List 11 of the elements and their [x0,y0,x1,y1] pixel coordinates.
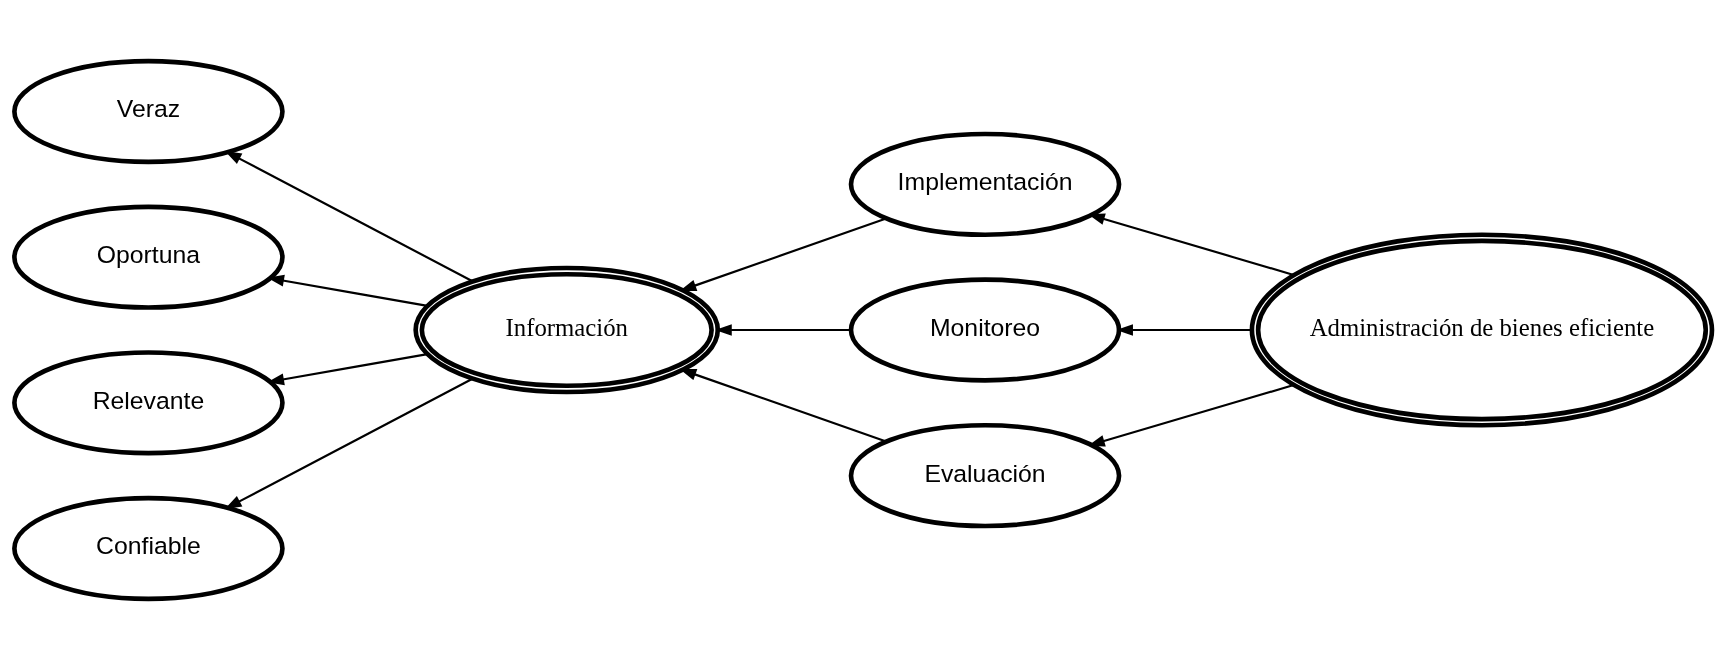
node-ellipse: Implementación [848,131,1122,238]
node-ellipse: Monitoreo [848,277,1122,383]
node-ellipse: Evaluación [848,422,1122,529]
arrow [1116,324,1253,336]
arrow [224,377,473,510]
arrow [715,324,851,336]
arrow [267,274,428,307]
arrow [224,150,473,283]
node-ellipse: Información [413,265,721,395]
arrow [267,353,428,386]
node-ellipse: Administración de bienes eficiente [1249,232,1715,428]
